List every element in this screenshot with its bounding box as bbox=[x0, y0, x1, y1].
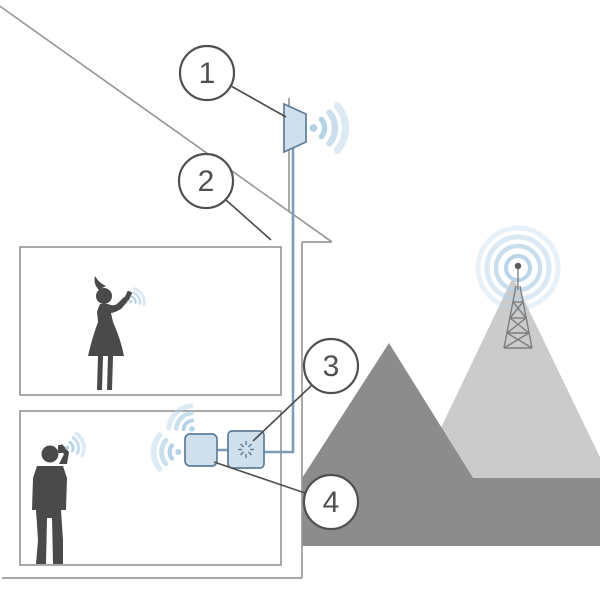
callout-1-circle bbox=[178, 44, 236, 102]
outdoor-antenna-waves-icon bbox=[309, 106, 345, 150]
cell-tower bbox=[475, 225, 561, 349]
people bbox=[32, 276, 149, 564]
lower-room bbox=[19, 410, 282, 566]
callout-3-number: 3 bbox=[323, 350, 340, 383]
coax-cable bbox=[264, 132, 295, 454]
callout-1-number: 1 bbox=[199, 57, 216, 90]
outdoor-antenna bbox=[283, 102, 307, 154]
callout-4-circle bbox=[302, 473, 360, 531]
callout-3: 3 bbox=[252, 337, 360, 442]
callout-4-leader bbox=[213, 461, 306, 494]
callout-2: 2 bbox=[177, 152, 272, 241]
callout-1: 1 bbox=[178, 44, 287, 118]
indoor-antenna-waves-left-icon bbox=[154, 435, 182, 469]
callout-2-leader bbox=[225, 199, 272, 241]
man-phone bbox=[58, 445, 63, 453]
man-silhouette bbox=[32, 444, 69, 564]
cell-tower-antenna-tip bbox=[514, 262, 522, 270]
callout-2-number: 2 bbox=[198, 165, 215, 198]
house bbox=[0, 5, 333, 579]
woman-phone bbox=[124, 290, 133, 301]
cell-tower-lattice bbox=[503, 268, 533, 349]
callout-4: 4 bbox=[213, 461, 360, 531]
mountain-near bbox=[302, 343, 473, 478]
indoor-antenna bbox=[154, 402, 218, 469]
roof-line bbox=[0, 5, 333, 243]
callout-4-number: 4 bbox=[323, 486, 340, 519]
mountain-far bbox=[417, 277, 600, 478]
callouts: 1 2 3 4 bbox=[177, 44, 360, 531]
upper-room bbox=[19, 246, 282, 396]
callout-1-leader bbox=[230, 85, 287, 118]
callout-3-leader bbox=[252, 384, 313, 442]
booster-spark-icon bbox=[238, 441, 254, 458]
installation bbox=[154, 98, 346, 469]
woman-silhouette bbox=[88, 276, 133, 390]
callout-2-circle bbox=[177, 152, 235, 210]
callout-3-circle bbox=[302, 337, 360, 395]
